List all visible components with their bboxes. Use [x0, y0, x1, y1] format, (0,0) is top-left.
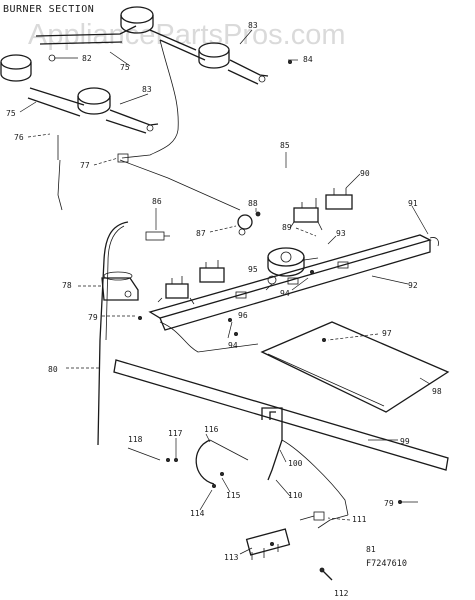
callout-94-left: 94 — [228, 341, 238, 350]
leader-lines — [19, 29, 431, 555]
callout-91: 91 — [408, 199, 418, 208]
callout-110: 110 — [288, 491, 303, 500]
callout-116: 116 — [204, 425, 219, 434]
callout-92: 92 — [408, 281, 418, 290]
callout-88: 88 — [248, 199, 258, 208]
callout-114: 114 — [190, 509, 205, 518]
valve-cluster-90 — [289, 188, 353, 231]
callout-79-left: 79 — [88, 313, 98, 322]
callout-77: 77 — [80, 161, 90, 170]
callout-95: 95 — [248, 265, 258, 274]
pressure-regulator-78 — [101, 271, 139, 301]
callout-85: 85 — [280, 141, 290, 150]
manifold-92 — [148, 234, 439, 353]
callout-112: 112 — [334, 589, 349, 598]
switch-113 — [245, 528, 291, 560]
callout-83-mid: 83 — [142, 85, 152, 94]
regulator-assembly-111 — [299, 511, 325, 521]
callout-113: 113 — [224, 553, 239, 562]
lower-supply-tube — [261, 407, 349, 529]
small-fasteners — [137, 60, 402, 547]
diagram-code: F7247610 — [366, 559, 407, 569]
callout-89: 89 — [282, 223, 292, 232]
burner-head-right — [198, 42, 230, 69]
section-title: BURNER SECTION — [3, 4, 94, 15]
burner-tubes — [27, 25, 269, 134]
burner-head-front — [77, 87, 111, 115]
callout-96: 96 — [238, 311, 248, 320]
callout-84: 84 — [303, 55, 313, 64]
fittings-87-89 — [237, 211, 261, 236]
callout-94-right: 94 — [280, 289, 290, 298]
callout-78: 78 — [62, 281, 72, 290]
callout-97: 97 — [382, 329, 392, 338]
burner-head-top-center — [120, 6, 154, 34]
callout-82: 82 — [82, 54, 92, 63]
callout-98: 98 — [432, 387, 442, 396]
callout-76: 76 — [14, 133, 24, 142]
callout-93: 93 — [336, 229, 346, 238]
callout-118: 118 — [128, 435, 143, 444]
callout-75-left: 75 — [6, 109, 16, 118]
bracket-116 — [195, 439, 249, 485]
callout-81: 81 — [366, 545, 376, 554]
supply-line — [97, 221, 129, 446]
callout-100: 100 — [288, 459, 303, 468]
screw-112 — [319, 567, 333, 581]
callout-117: 117 — [168, 429, 183, 438]
ignition-wires — [57, 39, 241, 211]
callout-111: 111 — [352, 515, 367, 524]
burner-valve-95 — [267, 247, 319, 277]
callout-115: 115 — [226, 491, 241, 500]
callout-90: 90 — [360, 169, 370, 178]
heat-shield-98 — [260, 321, 450, 413]
callout-83-top: 83 — [248, 21, 258, 30]
valve-cluster-left — [157, 260, 225, 305]
igniter-part-77 — [117, 153, 129, 163]
callout-87: 87 — [196, 229, 206, 238]
callout-80: 80 — [48, 365, 58, 374]
callout-79-right: 79 — [384, 499, 394, 508]
burner-head-top-left — [0, 54, 32, 82]
rear-rail-99 — [113, 359, 449, 471]
callout-numbers: 82 83 84 75 83 75 76 77 85 90 91 86 88 8… — [6, 21, 442, 598]
callout-75-top: 75 — [120, 63, 130, 72]
callout-99: 99 — [400, 437, 410, 446]
callout-86: 86 — [152, 197, 162, 206]
valve-part-86 — [145, 231, 170, 241]
